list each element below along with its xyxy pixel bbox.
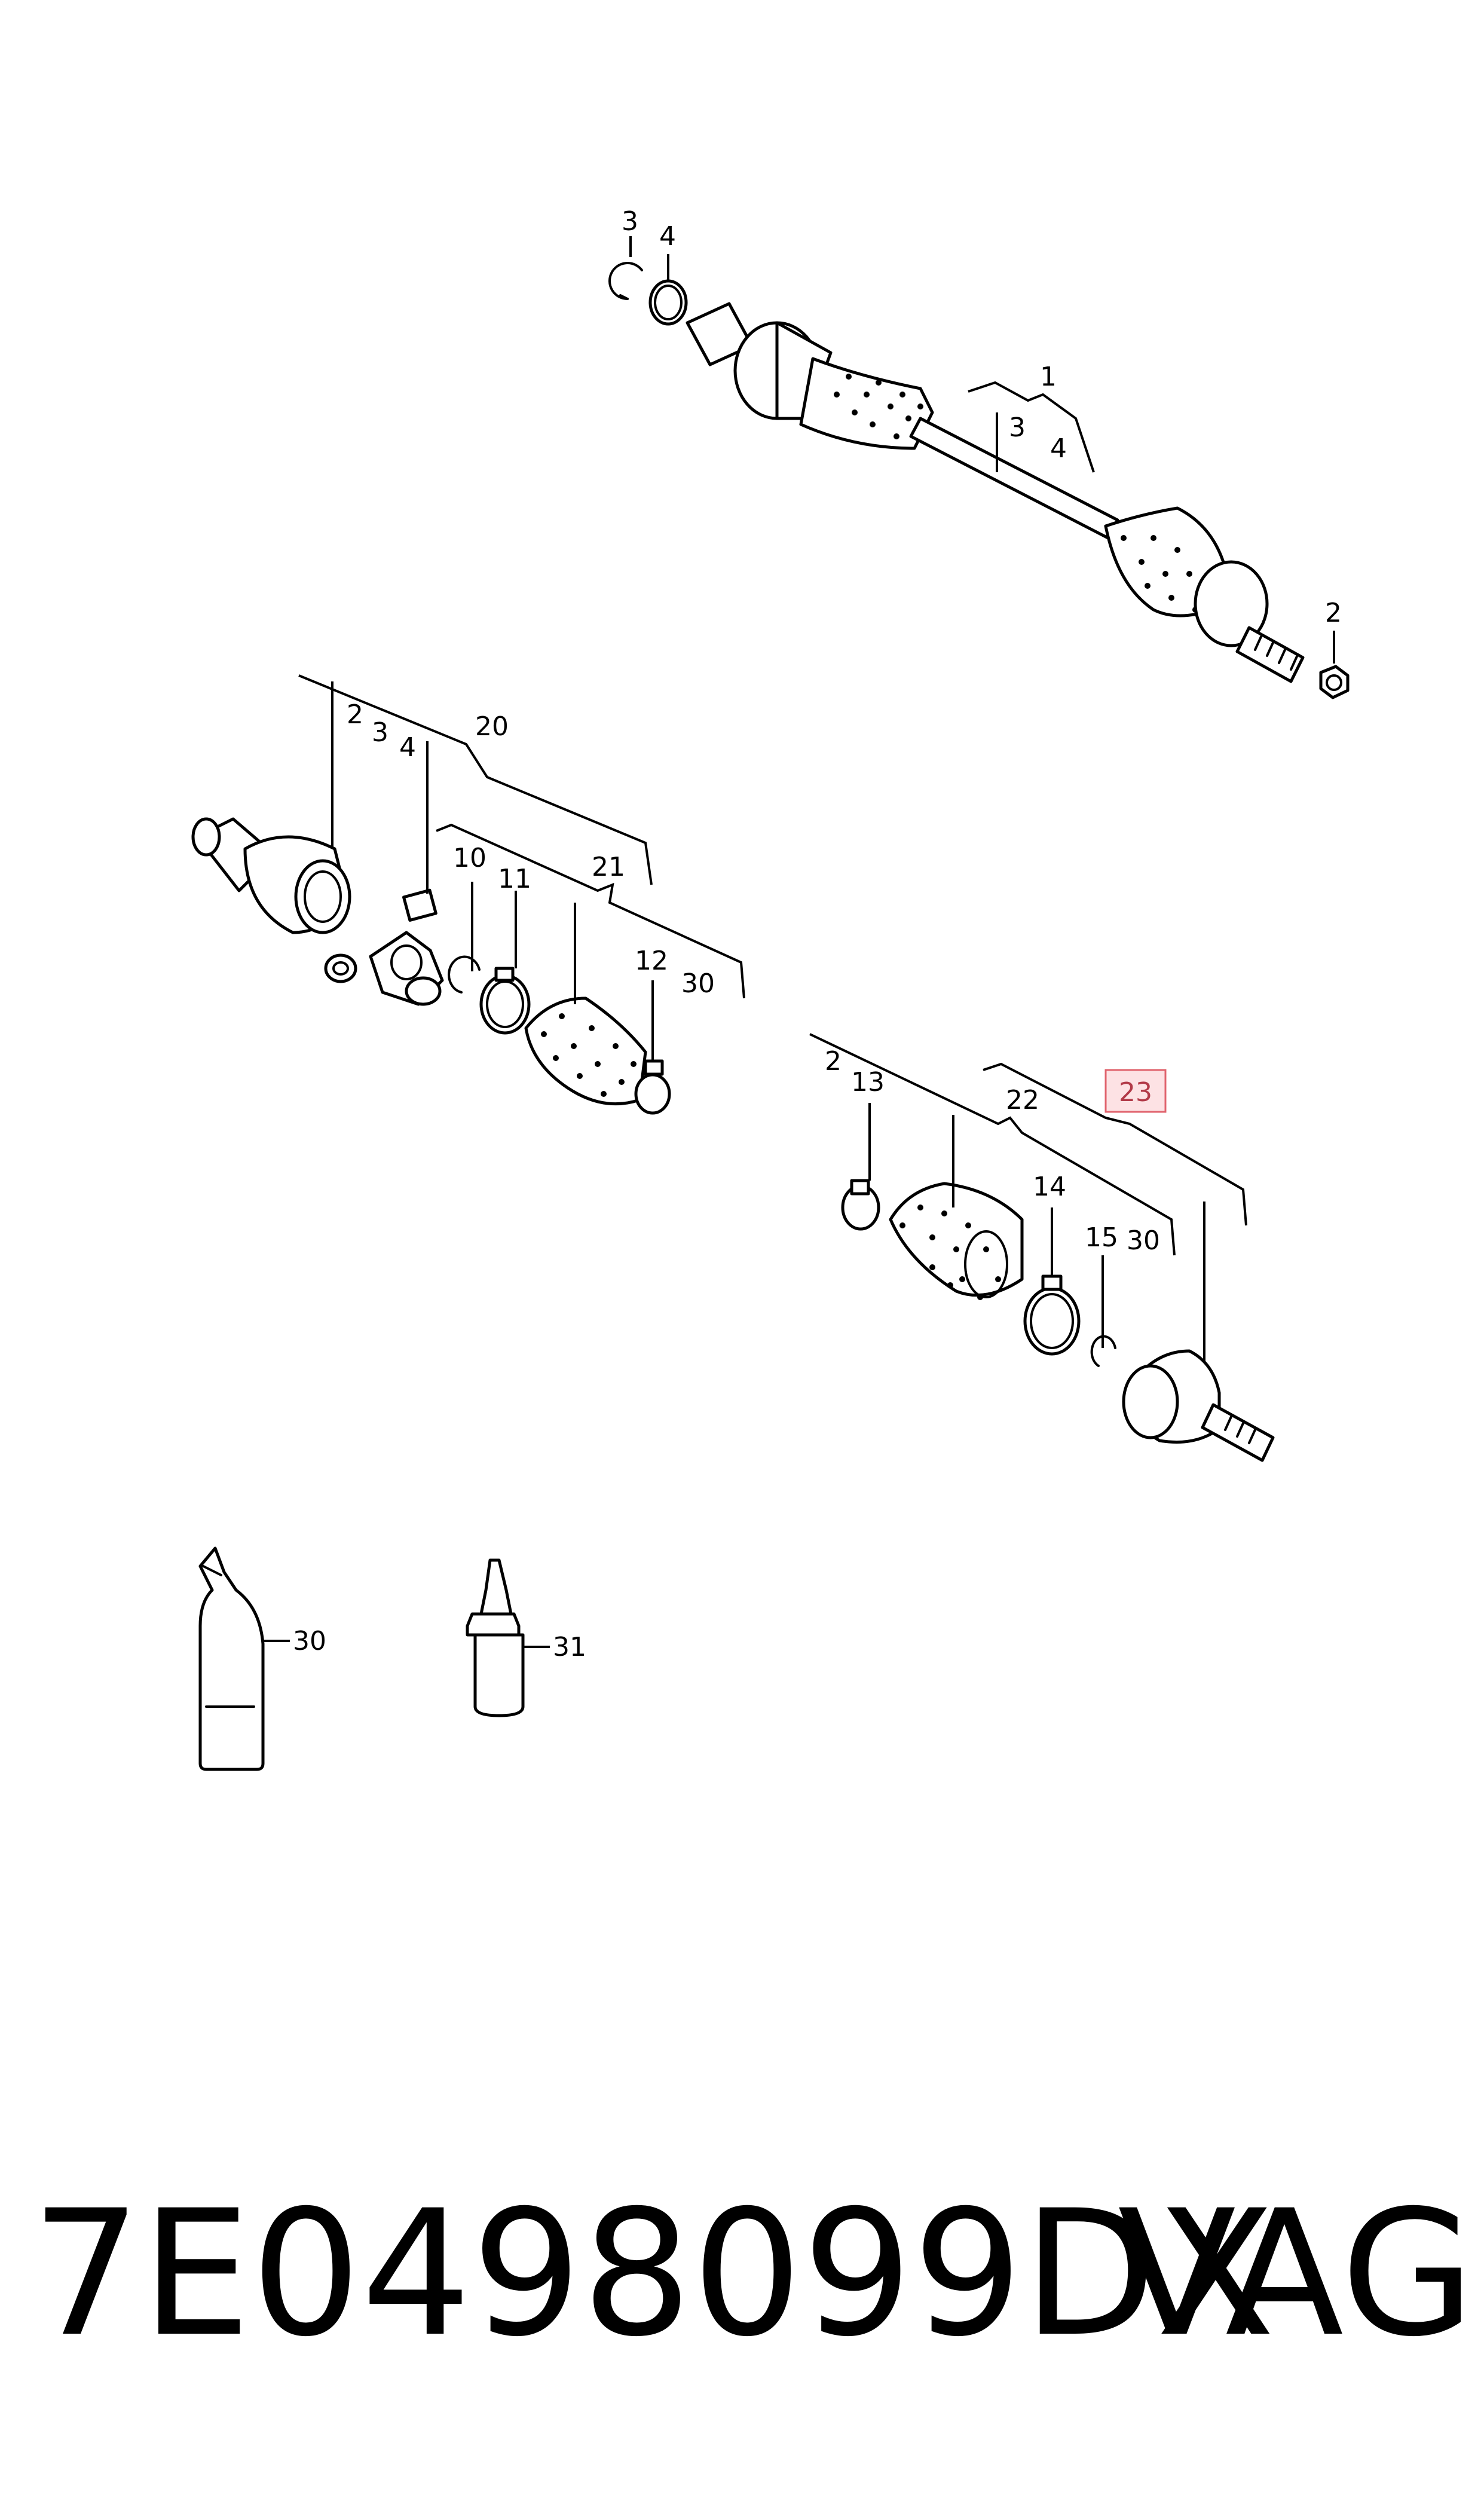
sealant-bottle-31 — [479, 1558, 513, 1616]
callout-21: 21 — [592, 852, 625, 882]
callout-1: 1 — [1040, 362, 1057, 392]
callout-2-g20: 2 — [347, 699, 363, 730]
callout-30-g21: 30 — [681, 968, 715, 999]
inner-joint-kit: 2 3 4 20 10 11 21 12 30 — [191, 674, 745, 1115]
callout-11: 11 — [498, 864, 531, 894]
callout-14: 14 — [1033, 1172, 1066, 1202]
circlip-3 — [608, 262, 643, 300]
tripod-roller-bottom — [405, 976, 442, 1006]
inner-joint-boot — [799, 357, 934, 450]
outer-boot-22 — [889, 1182, 1024, 1297]
hex-nut-2 — [1319, 665, 1350, 699]
callout-12: 12 — [635, 946, 668, 976]
outer-joint-housing — [1194, 560, 1269, 647]
consumables: 30 31 — [198, 1546, 586, 1771]
callout-30-g22: 30 — [1127, 1225, 1160, 1256]
callout-4-top: 4 — [659, 221, 676, 252]
brand-name: VAG — [1118, 2173, 1475, 2375]
callout-22: 22 — [1006, 1085, 1039, 1115]
callout-4-shaft: 4 — [1050, 433, 1067, 464]
clamp-14 — [1023, 1286, 1081, 1356]
grease-tube-30 — [198, 1546, 265, 1771]
callout-2-g22: 2 — [825, 1046, 842, 1077]
callout-3-g20: 3 — [372, 717, 388, 748]
outer-joint-kit: 2 13 22 14 15 30 23 — [809, 1033, 1275, 1462]
callout-2-nut: 2 — [1325, 598, 1342, 628]
clamp-12 — [634, 1073, 671, 1115]
callout-3-top: 3 — [622, 206, 638, 237]
callout-13: 13 — [851, 1067, 885, 1097]
callout-20: 20 — [475, 711, 509, 742]
highlighted-callout-box — [1104, 1069, 1167, 1113]
tripod-roller-top — [402, 888, 437, 922]
splined-stub — [1235, 626, 1305, 683]
complete-drive-shaft: 3 4 1 3 4 2 — [608, 206, 1350, 699]
bearing-cap — [324, 953, 357, 983]
part-number: 7E0498099DX — [31, 2173, 1275, 2375]
callout-30-grease: 30 — [293, 1626, 326, 1656]
callout-10: 10 — [453, 843, 486, 873]
circlip-10 — [448, 955, 481, 993]
callout-4-g20: 4 — [399, 732, 416, 763]
inner-boot-21 — [524, 996, 647, 1106]
callout-31: 31 — [553, 1632, 586, 1662]
callout-3-shaft: 3 — [1009, 412, 1026, 443]
callout-15: 15 — [1085, 1222, 1118, 1253]
callout-23-highlighted: 23 — [1119, 1077, 1152, 1108]
circlip-15 — [1090, 1335, 1116, 1367]
